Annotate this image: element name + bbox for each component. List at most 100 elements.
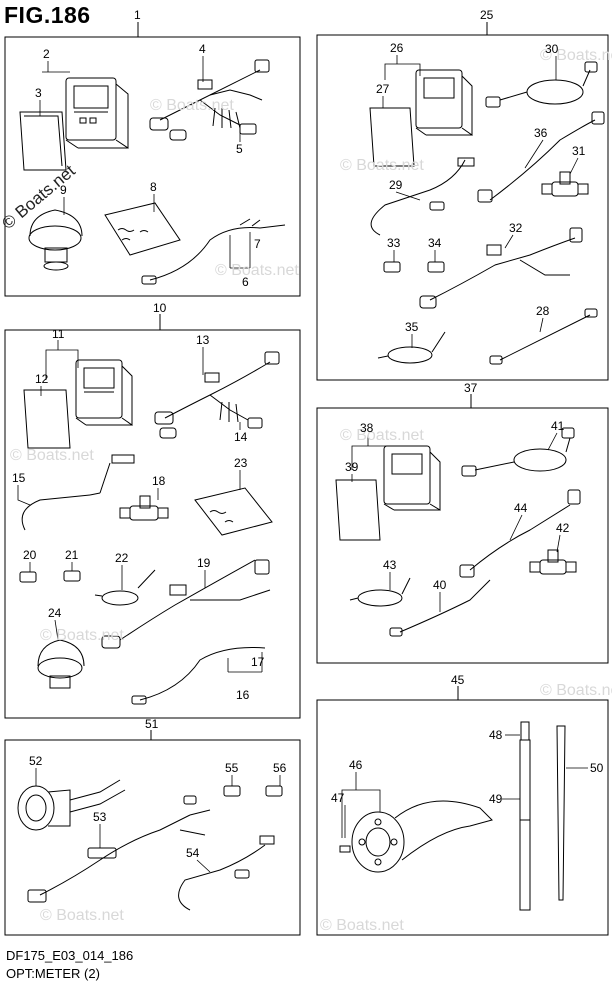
callout-32: 32 [509, 221, 523, 235]
group-25-parts [369, 61, 605, 365]
harness-icon [154, 351, 280, 439]
group-37-parts [335, 427, 581, 637]
group-box-51 [4, 739, 301, 936]
callout-15: 15 [12, 471, 26, 485]
t-connector-icon [541, 171, 589, 197]
terminator-icon [427, 261, 445, 273]
backbone-cable-icon [526, 79, 584, 105]
terminator-icon [63, 570, 81, 582]
callout-19: 19 [197, 556, 211, 570]
terminator-icon [19, 571, 37, 583]
group-box-1 [4, 36, 301, 297]
callout-28: 28 [536, 304, 550, 318]
callout-1: 1 [134, 8, 141, 22]
terminator-icon [223, 785, 241, 797]
callout-41: 41 [551, 419, 565, 433]
extension-cable-icon [499, 314, 591, 361]
callout-42: 42 [556, 521, 570, 535]
callout-51: 51 [145, 717, 159, 731]
t-connector-icon [119, 495, 169, 521]
callout-13: 13 [196, 333, 210, 347]
speed-sensor-icon [28, 209, 83, 271]
meter-icon [65, 77, 129, 149]
callout-54: 54 [186, 846, 200, 860]
meter-cover-icon [369, 107, 415, 167]
callout-5: 5 [236, 142, 243, 156]
callout-56: 56 [273, 761, 287, 775]
footer-caption: OPT:METER (2) [6, 966, 100, 981]
callout-29: 29 [389, 178, 403, 192]
engine-harness-icon [119, 559, 256, 641]
callout-39: 39 [345, 460, 359, 474]
footer-code: DF175_E03_014_186 [6, 948, 134, 963]
gauge-cable-icon [489, 119, 596, 201]
watermark: © Boats.net [215, 262, 299, 279]
meter-cover-icon [335, 479, 381, 541]
callout-37: 37 [464, 381, 478, 395]
interface-cable-icon [39, 814, 191, 896]
drop-cable-icon [101, 590, 139, 606]
callout-38: 38 [360, 421, 374, 435]
gauge-cable-icon [469, 504, 571, 571]
callout-55: 55 [225, 761, 239, 775]
callout-8: 8 [150, 180, 157, 194]
transducer-bracket-icon [351, 800, 493, 873]
callout-3: 3 [35, 86, 42, 100]
callout-53: 53 [93, 810, 107, 824]
callout-21: 21 [65, 548, 79, 562]
callout-17: 17 [251, 655, 265, 669]
callout-18: 18 [152, 474, 166, 488]
watermark-dark: © Boats.net [0, 161, 79, 233]
meter-icon [415, 69, 473, 136]
sensor-cable-icon [370, 159, 466, 236]
watermark: © Boats.net [40, 907, 124, 924]
extension-cable-icon [399, 579, 491, 633]
strap-icon [556, 725, 566, 901]
group-box-37 [316, 407, 609, 664]
callout-34: 34 [428, 236, 442, 250]
t-connector-icon [529, 549, 577, 575]
group-box-45 [316, 699, 609, 936]
callout-27: 27 [376, 82, 390, 96]
group-45-parts [339, 721, 566, 911]
callout-45: 45 [451, 673, 465, 687]
extension-cable-icon [139, 647, 266, 701]
callout-23: 23 [234, 456, 248, 470]
figure-title: FIG.186 [4, 2, 91, 28]
callout-26: 26 [390, 41, 404, 55]
screw-icon [339, 845, 351, 853]
hardware-bag-icon [104, 202, 181, 256]
callout-47: 47 [331, 791, 345, 805]
watermark: © Boats.net [540, 47, 612, 64]
sensor-cable-icon [21, 494, 91, 531]
callout-31: 31 [572, 144, 586, 158]
meter-cover-icon [23, 389, 71, 449]
pole-icon [519, 739, 531, 911]
watermark: © Boats.net [150, 97, 234, 114]
watermark: © Boats.net [340, 157, 424, 174]
callout-4: 4 [199, 42, 206, 56]
callout-16: 16 [236, 688, 250, 702]
pole-cap-icon [520, 721, 530, 741]
fuel-sender-icon [17, 779, 126, 831]
callout-10: 10 [153, 301, 167, 315]
watermark: © Boats.net [340, 427, 424, 444]
callout-24: 24 [48, 606, 62, 620]
group-box-10 [4, 329, 301, 719]
harness-icon [149, 59, 270, 141]
hardware-bag-icon [194, 487, 273, 536]
group-10-parts [19, 351, 280, 705]
callout-7: 7 [254, 237, 261, 251]
extension-cable-icon [149, 224, 286, 281]
callout-30: 30 [545, 42, 559, 56]
callout-11: 11 [52, 327, 65, 341]
callout-43: 43 [383, 558, 397, 572]
callout-6: 6 [242, 275, 249, 289]
sensor-cable-icon [178, 844, 266, 911]
callout-49: 49 [489, 792, 503, 806]
meter-icon [75, 359, 133, 426]
callout-2: 2 [43, 47, 50, 61]
callout-35: 35 [405, 320, 419, 334]
callout-12: 12 [35, 372, 49, 386]
